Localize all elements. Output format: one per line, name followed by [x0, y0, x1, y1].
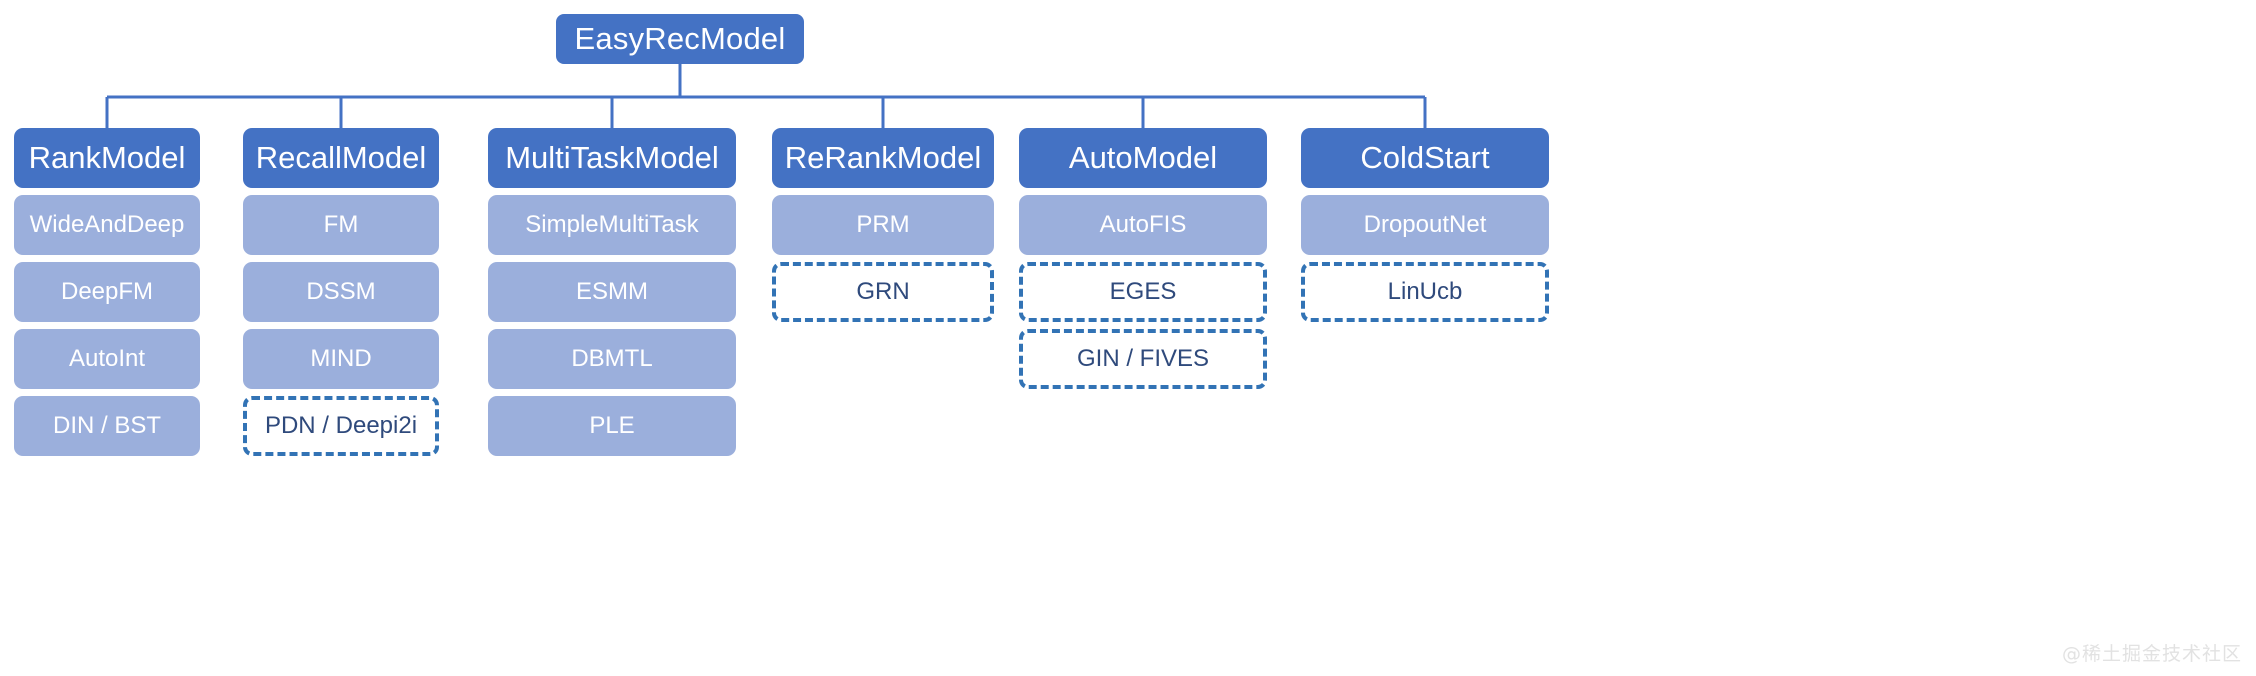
column-header-label: RankModel: [28, 140, 186, 175]
node-label: GIN / FIVES: [1076, 345, 1210, 372]
node-label: DropoutNet: [1363, 211, 1487, 238]
column-coldstart: ColdStart DropoutNet LinUcb: [1301, 128, 1549, 322]
root-node-label: EasyRecModel: [574, 21, 786, 56]
column-header-label: RecallModel: [255, 140, 427, 175]
column-header-multitaskmodel[interactable]: MultiTaskModel: [488, 128, 736, 188]
node-label: PLE: [589, 412, 635, 439]
node-label: PDN / Deepi2i: [264, 412, 418, 439]
column-recallmodel: RecallModel FM DSSM MIND PDN / Deepi2i: [243, 128, 439, 456]
node-label: ESMM: [576, 278, 648, 305]
node-linucb[interactable]: LinUcb: [1301, 262, 1549, 322]
node-dbmtl[interactable]: DBMTL: [488, 329, 736, 389]
node-simplemultitask[interactable]: SimpleMultiTask: [488, 195, 736, 255]
root-node-easyrecmodel[interactable]: EasyRecModel: [556, 14, 804, 64]
column-header-label: ReRankModel: [784, 140, 982, 175]
node-label: SimpleMultiTask: [525, 211, 699, 238]
node-dropoutnet[interactable]: DropoutNet: [1301, 195, 1549, 255]
node-mind[interactable]: MIND: [243, 329, 439, 389]
column-header-label: ColdStart: [1360, 140, 1490, 175]
node-esmm[interactable]: ESMM: [488, 262, 736, 322]
node-label: PRM: [856, 211, 910, 238]
column-header-rankmodel[interactable]: RankModel: [14, 128, 200, 188]
node-pdn-deepi2i[interactable]: PDN / Deepi2i: [243, 396, 439, 456]
node-label: MIND: [310, 345, 372, 372]
node-wideanddeep[interactable]: WideAndDeep: [14, 195, 200, 255]
watermark: @稀土掘金技术社区: [2061, 643, 2242, 665]
node-ple[interactable]: PLE: [488, 396, 736, 456]
column-rerankmodel: ReRankModel PRM GRN: [772, 128, 994, 322]
column-header-automodel[interactable]: AutoModel: [1019, 128, 1267, 188]
node-label: DeepFM: [60, 278, 154, 305]
node-din-bst[interactable]: DIN / BST: [14, 396, 200, 456]
node-label: FM: [323, 211, 359, 238]
node-label: LinUcb: [1387, 278, 1463, 305]
node-label: DIN / BST: [52, 412, 161, 439]
column-header-recallmodel[interactable]: RecallModel: [243, 128, 439, 188]
column-automodel: AutoModel AutoFIS EGES GIN / FIVES: [1019, 128, 1267, 389]
column-rankmodel: RankModel WideAndDeep DeepFM AutoInt DIN…: [14, 128, 200, 456]
node-label: GRN: [856, 278, 910, 305]
node-label: WideAndDeep: [29, 211, 185, 238]
node-label: DBMTL: [571, 345, 653, 372]
node-gin-fives[interactable]: GIN / FIVES: [1019, 329, 1267, 389]
node-eges[interactable]: EGES: [1019, 262, 1267, 322]
node-label: DSSM: [306, 278, 376, 305]
node-fm[interactable]: FM: [243, 195, 439, 255]
node-deepfm[interactable]: DeepFM: [14, 262, 200, 322]
node-dssm[interactable]: DSSM: [243, 262, 439, 322]
column-header-label: MultiTaskModel: [505, 140, 719, 175]
column-header-coldstart[interactable]: ColdStart: [1301, 128, 1549, 188]
column-header-label: AutoModel: [1068, 140, 1218, 175]
node-grn[interactable]: GRN: [772, 262, 994, 322]
column-multitaskmodel: MultiTaskModel SimpleMultiTask ESMM DBMT…: [488, 128, 736, 456]
node-prm[interactable]: PRM: [772, 195, 994, 255]
node-autofis[interactable]: AutoFIS: [1019, 195, 1267, 255]
node-autoint[interactable]: AutoInt: [14, 329, 200, 389]
node-label: AutoInt: [68, 345, 146, 372]
node-label: AutoFIS: [1099, 211, 1187, 238]
column-header-rerankmodel[interactable]: ReRankModel: [772, 128, 994, 188]
node-label: EGES: [1109, 278, 1177, 305]
